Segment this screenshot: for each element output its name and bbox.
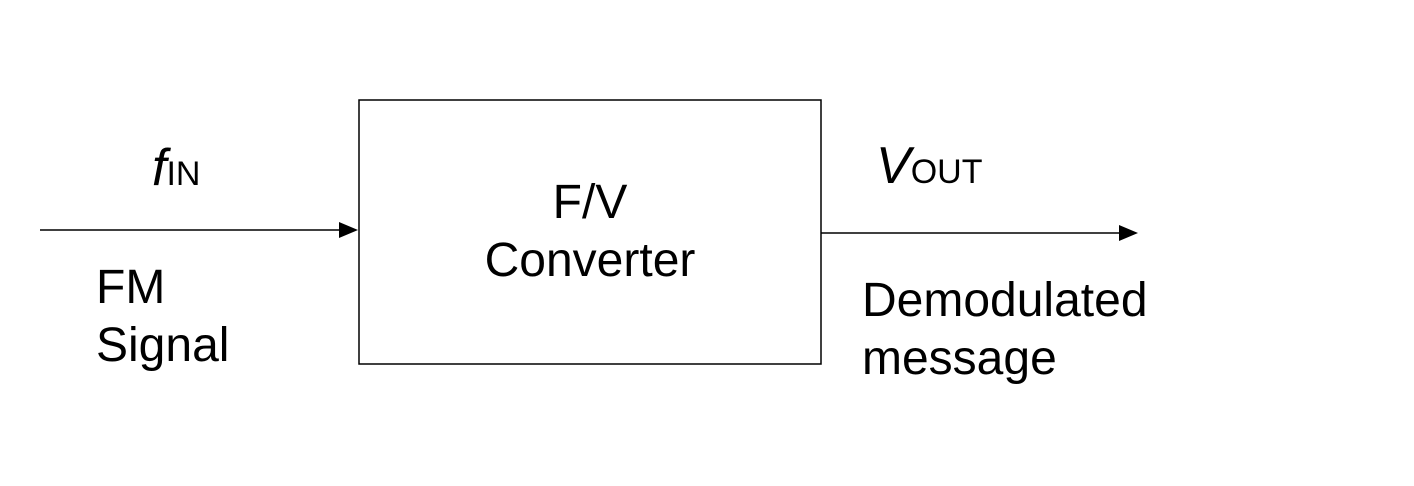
output-label-line2: message bbox=[862, 331, 1057, 385]
output-variable-label: VOUT bbox=[876, 140, 982, 192]
input-signal-label: FM Signal bbox=[96, 259, 229, 374]
output-variable-subscript: OUT bbox=[910, 153, 983, 191]
input-variable-symbol: f bbox=[152, 139, 167, 197]
input-label-line2: Signal bbox=[96, 318, 230, 372]
block-label-line1: F/V bbox=[552, 176, 628, 230]
input-variable-subscript: IN bbox=[166, 155, 201, 193]
output-variable-symbol: V bbox=[876, 137, 911, 195]
block-label: F/V Converter bbox=[359, 100, 821, 364]
block-label-line2: Converter bbox=[484, 234, 696, 287]
output-arrowhead bbox=[1119, 225, 1138, 241]
input-variable-label: fIN bbox=[152, 142, 200, 194]
input-arrowhead bbox=[339, 222, 358, 238]
output-signal-label: Demodulated message bbox=[862, 272, 1148, 387]
output-label-line1: Demodulated bbox=[862, 274, 1148, 327]
fv-converter-block bbox=[358, 99, 822, 365]
input-label-line1: FM bbox=[96, 261, 166, 314]
